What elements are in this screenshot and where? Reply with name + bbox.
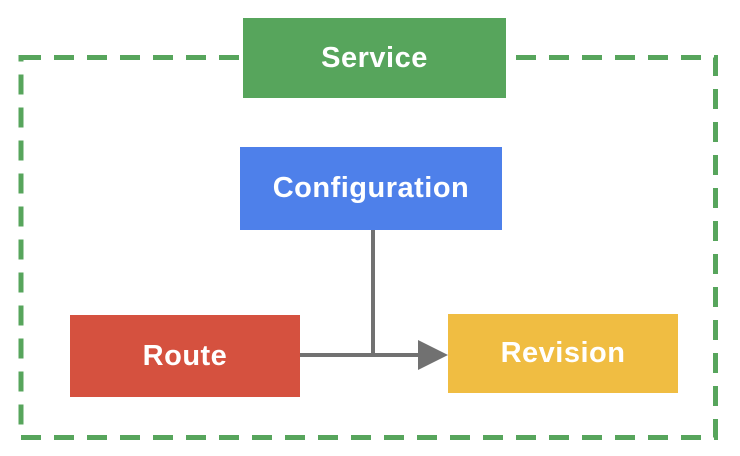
node-revision: Revision (448, 314, 678, 393)
node-service-label: Service (321, 41, 428, 74)
node-route: Route (70, 315, 300, 397)
node-configuration-label: Configuration (272, 172, 470, 204)
node-configuration: Configuration (240, 147, 502, 230)
arrowhead-into-revision (418, 340, 448, 370)
node-route-label: Route (142, 339, 228, 372)
node-revision-label: Revision (500, 337, 626, 369)
node-service: Service (243, 18, 506, 98)
